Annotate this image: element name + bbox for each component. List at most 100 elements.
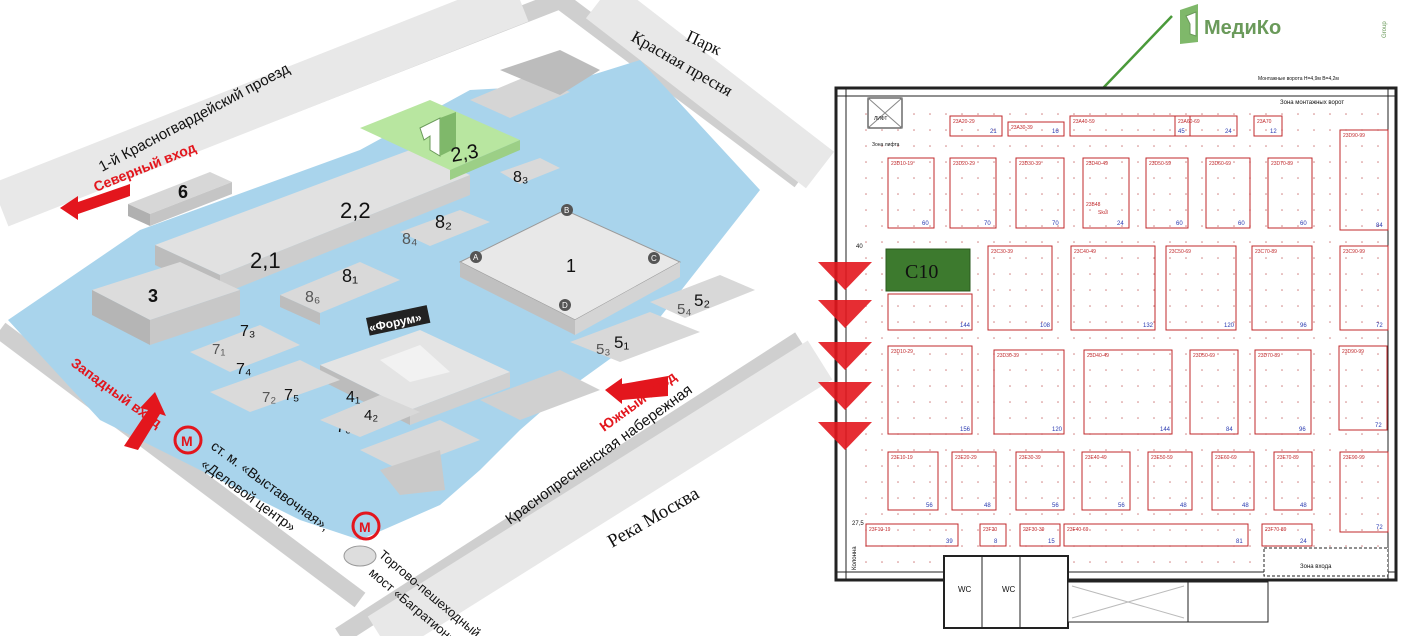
lift-label: ЛИФТ [874,116,887,122]
colonna-label: Колонна [852,546,858,570]
building-8-4-label: 8₄ [402,231,417,248]
stand-outline [949,157,997,229]
stand-outline [1261,523,1313,547]
stand-row2-5[interactable]: 144 [887,293,973,331]
logo-text: МедиКо [1204,17,1281,39]
building-8-group[interactable]: 8₆ 8₁ 8₄ 8₂ 8₃ [280,158,560,325]
stand-code: 23D30-39 [997,353,1019,359]
site-map: 6 2,1 2,2 2,3 3 [0,0,835,636]
stand-row2-0[interactable]: 23C30-39 108 [987,245,1053,331]
building-8-1-label: 8₁ [342,266,358,286]
stand-area: 108 [1040,323,1051,329]
building-5-4-label: 5₄ [677,301,691,318]
building-1[interactable]: 1 A B C D [458,204,682,335]
building-5-group[interactable]: 5₃ 5₁ 5₄ 5₂ [480,275,755,420]
stand-outline [1082,157,1130,229]
stand-outline [949,115,1003,137]
stand-area: 39 [946,539,953,545]
stand-outline [1019,523,1061,547]
stand-outline [1174,115,1238,137]
stand-area: 16 [1052,129,1059,135]
building-3[interactable]: 3 [92,262,240,345]
stand-code: 23C30-39 [991,249,1013,255]
stand-outline [1069,115,1191,137]
stand-outline [1015,451,1065,511]
stand-area: 56 [1052,503,1059,509]
stand-outline [1147,451,1193,511]
floor-plan: МедиКо Group Монтажные ворота Н=4,9м В=4… [818,4,1398,629]
building-2-3-highlight[interactable]: 2,3 [360,100,520,180]
stand-area: 84 [1376,223,1383,229]
stand-code: 23F20 [983,527,997,533]
stand-code: 23E40-49 [1085,455,1107,461]
building-4-group[interactable]: 4₁ 4₂ [320,389,480,495]
stand-area: 56 [926,503,933,509]
entrance-zone-label: Зона входа [1300,564,1332,570]
stand-code: 23D40-49 [1087,353,1109,359]
booth-c10[interactable]: С10 [885,248,971,292]
stand-code: 23E30-39 [1019,455,1041,461]
stand-code: 23D30-39 [1019,161,1041,167]
bridge-icon [343,545,377,567]
north-entrance-arrow-icon [60,184,130,220]
wc-1-label: WC [958,585,972,594]
stand-code: 23C50-69 [1169,249,1191,255]
stand-code: 23C40-49 [1074,249,1096,255]
logo-suffix: Group [1382,21,1388,38]
stand-row2-1[interactable]: 23C40-49 132 [1070,245,1156,331]
stand-area: 45 [1178,129,1185,135]
building-7-group[interactable]: 7₁ 7₃ 7₄ 7₂ 7₅ 7₆ [190,323,351,436]
stand-outline [887,157,935,229]
stand-area: 72 [1376,323,1383,329]
stand-outline [1339,129,1389,231]
building-7-2-label: 7₂ [262,389,276,406]
stand-outline [1205,157,1251,229]
stand-area: 132 [1143,323,1154,329]
stand-outline [887,451,939,511]
stand-area: 24 [1300,539,1307,545]
stand-row4-2[interactable]: 23E30-39 56 [1015,451,1065,511]
svg-text:М: М [359,519,371,535]
building-6[interactable]: 6 [128,172,232,226]
stand-area: 156 [960,427,971,433]
stand-outline [1015,157,1065,229]
install-zone-label: Зона монтажных ворот [1280,100,1344,106]
stand-outline [951,451,997,511]
stand-code: 23E50-59 [1151,455,1173,461]
stand-area: 24 [1225,129,1232,135]
